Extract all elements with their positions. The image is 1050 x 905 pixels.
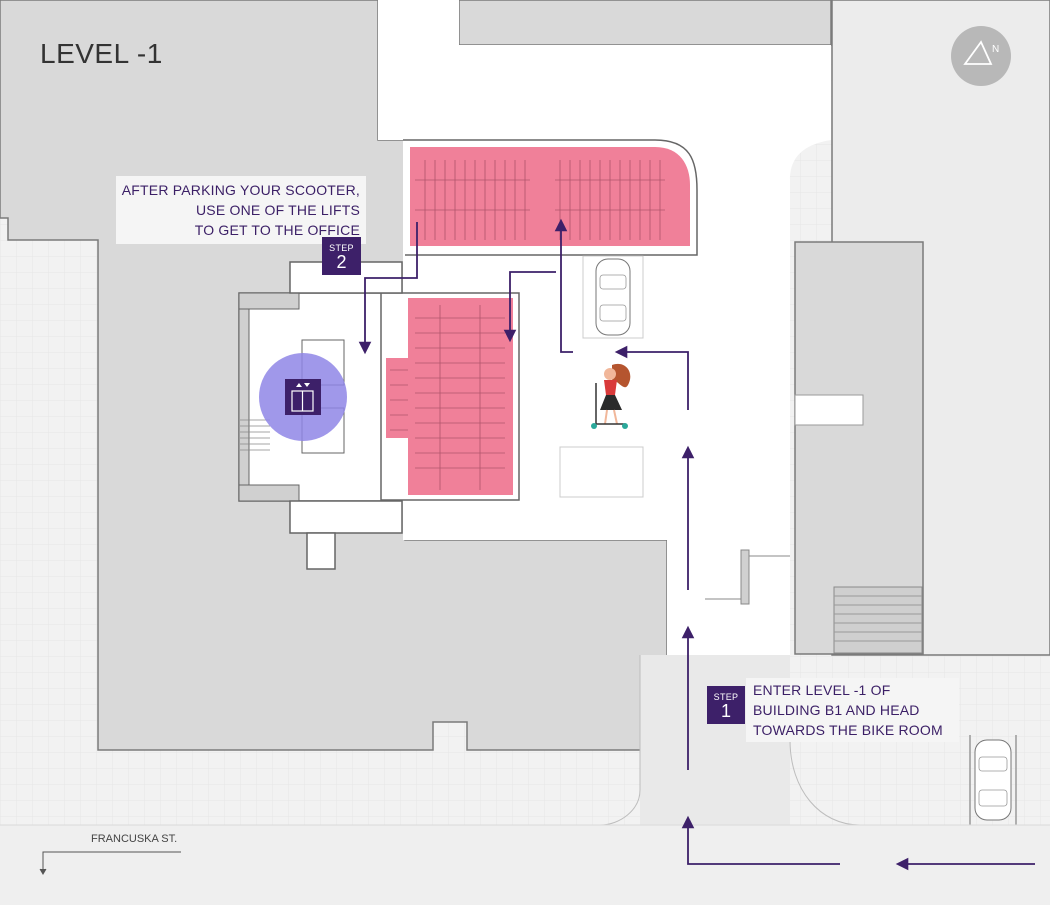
level-title: LEVEL -1 [40,38,163,69]
building-north [458,0,832,46]
step-2-badge: STEP 2 [322,237,361,275]
step-1-instructions: ENTER LEVEL -1 OF BUILDING B1 AND HEAD T… [746,678,959,742]
step-2-word: STEP [329,243,354,253]
core-wall-west [238,292,250,502]
route-path [358,218,1035,871]
ramp-curve-right [789,739,861,826]
compass-letter: N [992,44,1000,55]
bike-zone-middle [408,298,513,495]
street-label: FRANCUSKA ST. [91,833,178,845]
step-1-line-2: BUILDING B1 AND HEAD [753,702,920,718]
step-1-number: 1 [720,701,731,721]
car-icon [595,258,631,336]
stairs-icon [240,419,270,451]
bike-room-north-wall [403,139,698,256]
core-room-north [238,292,300,310]
building-east [794,241,924,655]
ramp-curve-left [599,655,641,826]
bike-zone-middle-side [386,358,410,438]
step-2-line-3: TO GET TO THE OFFICE [194,222,360,238]
compass-arrow [963,40,993,65]
gate-barrier [705,549,790,605]
bike-zone-north [410,147,690,246]
step-2-line-1: AFTER PARKING YOUR SCOOTER, [121,182,360,198]
step-1-line-3: TOWARDS THE BIKE ROOM [753,722,943,738]
loading-dock-lines [834,595,922,642]
bicycle-rack-icon [390,305,505,490]
core-annex-stub [306,532,336,570]
street-direction [39,851,181,875]
parking-street [969,735,1017,825]
step-2-line-2: USE ONE OF THE LIFTS [196,202,360,218]
step-2-instructions: AFTER PARKING YOUR SCOOTER, USE ONE OF T… [116,176,366,244]
bicycle-rack-icon [415,160,665,240]
compass-icon [951,26,1011,86]
east-corridor [794,394,864,426]
loading-dock [833,586,923,654]
parking-spot-middle [559,446,644,498]
step-1-badge: STEP 1 [707,686,745,724]
core-room-south [238,484,300,502]
step-1-line-1: ENTER LEVEL -1 OF [753,682,891,698]
street-band [0,825,1050,905]
scooter-rider-icon [591,363,631,429]
core-annex-south [289,500,403,534]
step-2-number: 2 [336,252,347,272]
step-1-word: STEP [713,692,739,702]
car-icon [974,739,1012,821]
lift-icon [285,379,321,415]
ramp-entrance [667,540,700,655]
